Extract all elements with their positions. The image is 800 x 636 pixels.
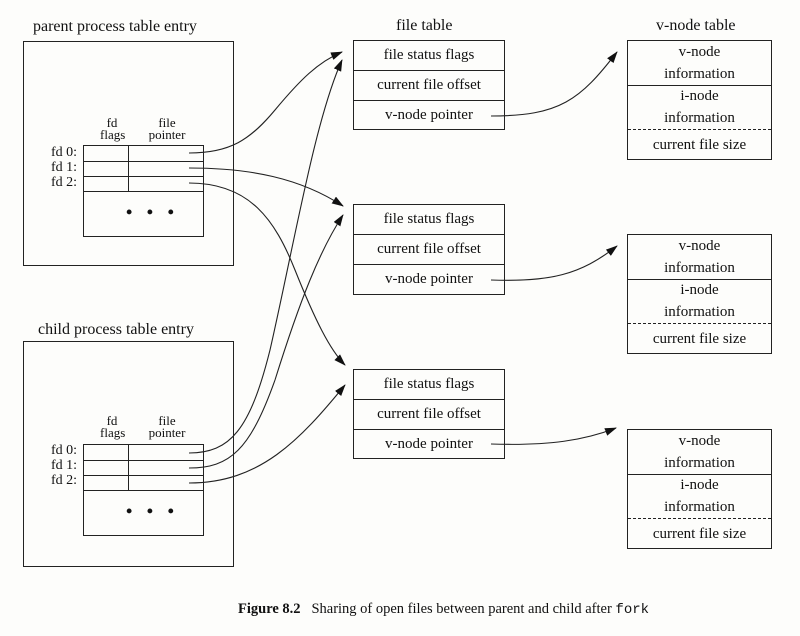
text-line: information bbox=[664, 455, 735, 471]
fd-row bbox=[84, 460, 203, 476]
arrow-child-fd1 bbox=[188, 214, 344, 469]
current-file-offset: current file offset bbox=[354, 400, 504, 430]
arrow-vnode-1 bbox=[490, 51, 618, 117]
arrow-parent-fd0 bbox=[188, 51, 343, 154]
figure-number: Figure 8.2 bbox=[238, 601, 301, 617]
header-line: fd bbox=[106, 413, 118, 428]
fd-label: fd 1: bbox=[51, 160, 78, 175]
current-file-offset: current file offset bbox=[354, 71, 504, 101]
ellipsis: • • • bbox=[126, 501, 179, 521]
text-line: i-node bbox=[680, 477, 719, 493]
arrow-vnode-2 bbox=[490, 245, 618, 281]
text-line: information bbox=[664, 110, 735, 126]
i-node-information: i-node information bbox=[628, 474, 771, 519]
text-line: information bbox=[664, 66, 735, 82]
parent-process-title: parent process table entry bbox=[33, 18, 197, 35]
text-line: i-node bbox=[680, 88, 719, 104]
current-file-size: current file size bbox=[652, 331, 747, 347]
v-node-table-title: v-node table bbox=[656, 17, 736, 34]
header-line: file bbox=[158, 413, 176, 428]
file-table-entry: file status flags current file offset v-… bbox=[353, 40, 505, 130]
file-status-flags: file status flags bbox=[354, 370, 504, 400]
fd-row bbox=[84, 445, 203, 461]
header-line: flags bbox=[100, 127, 126, 142]
header-line: pointer bbox=[148, 127, 186, 142]
v-node-information: v-node information bbox=[628, 430, 771, 475]
text-line: i-node bbox=[680, 282, 719, 298]
file-table-entry: file status flags current file offset v-… bbox=[353, 204, 505, 295]
fd-label: fd 2: bbox=[51, 473, 78, 488]
v-node-pointer: v-node pointer bbox=[385, 436, 473, 452]
header-line: file bbox=[158, 115, 176, 130]
header-line: pointer bbox=[148, 425, 186, 440]
parent-fd-flags-header: fd flags bbox=[100, 115, 126, 142]
parent-fd-labels: fd 0: fd 1: fd 2: bbox=[51, 145, 77, 190]
i-node-information: i-node information bbox=[628, 279, 771, 324]
figure-caption: Figure 8.2 Sharing of open files between… bbox=[238, 601, 649, 618]
arrow-vnode-3 bbox=[490, 427, 617, 445]
current-file-offset: current file offset bbox=[354, 235, 504, 265]
text-line: v-node bbox=[678, 238, 721, 254]
fd-label: fd 1: bbox=[51, 458, 78, 473]
child-process-title: child process table entry bbox=[38, 321, 194, 338]
child-file-pointer-header: file pointer bbox=[143, 413, 191, 440]
fd-label: fd 0: bbox=[51, 145, 78, 160]
arrow-child-fd0 bbox=[188, 59, 343, 454]
v-node-pointer: v-node pointer bbox=[385, 271, 473, 287]
arrow-parent-fd1 bbox=[188, 167, 344, 207]
current-file-size: current file size bbox=[652, 137, 747, 153]
fd-row bbox=[84, 146, 203, 162]
fd-label: fd 2: bbox=[51, 175, 78, 190]
file-table-title: file table bbox=[396, 17, 453, 34]
child-fd-flags-header: fd flags bbox=[100, 413, 126, 440]
fd-row bbox=[84, 176, 203, 192]
text-line: information bbox=[664, 260, 735, 276]
file-table-entry: file status flags current file offset v-… bbox=[353, 369, 505, 459]
column-divider bbox=[128, 445, 129, 491]
v-node-information: v-node information bbox=[628, 235, 771, 280]
fd-row bbox=[84, 161, 203, 177]
column-divider bbox=[128, 146, 129, 192]
arrow-child-fd2 bbox=[188, 384, 346, 484]
child-fd-labels: fd 0: fd 1: fd 2: bbox=[51, 443, 77, 488]
arrow-parent-fd2 bbox=[188, 182, 346, 366]
text-line: v-node bbox=[678, 433, 721, 449]
file-status-flags: file status flags bbox=[354, 41, 504, 71]
text-line: v-node bbox=[678, 44, 721, 60]
v-node-entry: v-node information i-node information cu… bbox=[627, 429, 772, 549]
v-node-pointer: v-node pointer bbox=[385, 107, 473, 123]
parent-file-pointer-header: file pointer bbox=[143, 115, 191, 142]
parent-process-box bbox=[23, 41, 234, 266]
child-fd-table: • • • bbox=[83, 444, 204, 536]
text-line: information bbox=[664, 304, 735, 320]
file-status-flags: file status flags bbox=[354, 205, 504, 235]
text-line: information bbox=[664, 499, 735, 515]
fd-label: fd 0: bbox=[51, 443, 78, 458]
v-node-information: v-node information bbox=[628, 41, 771, 86]
parent-fd-table: • • • bbox=[83, 145, 204, 237]
ellipsis: • • • bbox=[126, 202, 179, 222]
header-line: flags bbox=[100, 425, 126, 440]
v-node-entry: v-node information i-node information cu… bbox=[627, 40, 772, 160]
caption-code: fork bbox=[615, 602, 650, 618]
fd-row bbox=[84, 475, 203, 491]
caption-text: Sharing of open files between parent and… bbox=[311, 601, 612, 617]
v-node-entry: v-node information i-node information cu… bbox=[627, 234, 772, 354]
header-line: fd bbox=[106, 115, 118, 130]
current-file-size: current file size bbox=[652, 526, 747, 542]
i-node-information: i-node information bbox=[628, 85, 771, 130]
